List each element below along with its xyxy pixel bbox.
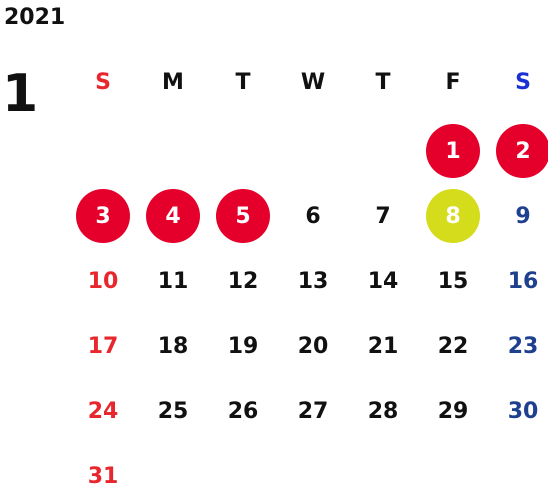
day-19[interactable]: 19 <box>227 333 259 359</box>
day-5[interactable]: 5 <box>216 189 270 243</box>
day-18[interactable]: 18 <box>157 333 189 359</box>
day-28[interactable]: 28 <box>367 398 399 424</box>
day-24[interactable]: 24 <box>87 398 119 424</box>
day-7[interactable]: 7 <box>375 203 391 229</box>
weekday-saturday: S <box>515 69 531 95</box>
day-29[interactable]: 29 <box>437 398 469 424</box>
day-17[interactable]: 17 <box>87 333 119 359</box>
year-label: 2021 <box>4 5 66 30</box>
day-23[interactable]: 23 <box>507 333 539 359</box>
weekday-wednesday: W <box>300 69 326 95</box>
day-13[interactable]: 13 <box>297 268 329 294</box>
day-27[interactable]: 27 <box>297 398 329 424</box>
day-15[interactable]: 15 <box>437 268 469 294</box>
day-4[interactable]: 4 <box>146 189 200 243</box>
weekday-friday: F <box>445 69 461 95</box>
day-21[interactable]: 21 <box>367 333 399 359</box>
day-22[interactable]: 22 <box>437 333 469 359</box>
weekday-sunday: S <box>95 69 111 95</box>
day-6[interactable]: 6 <box>305 203 321 229</box>
day-20[interactable]: 20 <box>297 333 329 359</box>
day-2[interactable]: 2 <box>496 124 548 178</box>
day-16[interactable]: 16 <box>507 268 539 294</box>
day-8[interactable]: 8 <box>426 189 480 243</box>
weekday-thursday: T <box>375 69 391 95</box>
day-14[interactable]: 14 <box>367 268 399 294</box>
day-10[interactable]: 10 <box>87 268 119 294</box>
day-25[interactable]: 25 <box>157 398 189 424</box>
day-11[interactable]: 11 <box>157 268 189 294</box>
weekday-monday: M <box>162 69 184 95</box>
day-3[interactable]: 3 <box>76 189 130 243</box>
day-12[interactable]: 12 <box>227 268 259 294</box>
day-26[interactable]: 26 <box>227 398 259 424</box>
day-9[interactable]: 9 <box>515 203 531 229</box>
day-1[interactable]: 1 <box>426 124 480 178</box>
day-30[interactable]: 30 <box>507 398 539 424</box>
weekday-tuesday: T <box>235 69 251 95</box>
month-label: 1 <box>2 64 39 124</box>
day-31[interactable]: 31 <box>87 463 119 489</box>
